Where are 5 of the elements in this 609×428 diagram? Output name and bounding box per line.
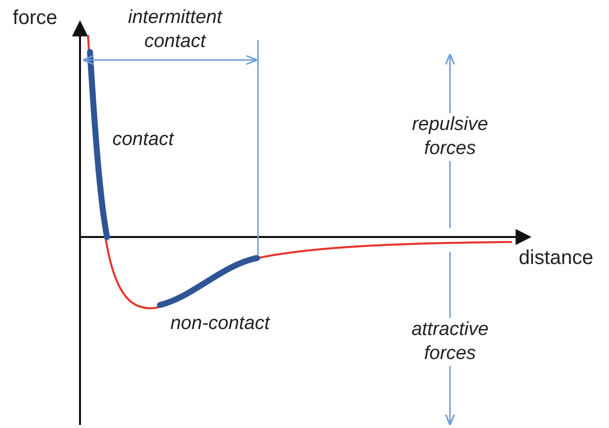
axis-label: force (12, 6, 58, 30)
region-label: non-contact (169, 312, 272, 336)
region-label: contact (111, 128, 176, 152)
axis-label: distance (518, 246, 594, 270)
dimension-label: intermittent contact (127, 6, 224, 54)
